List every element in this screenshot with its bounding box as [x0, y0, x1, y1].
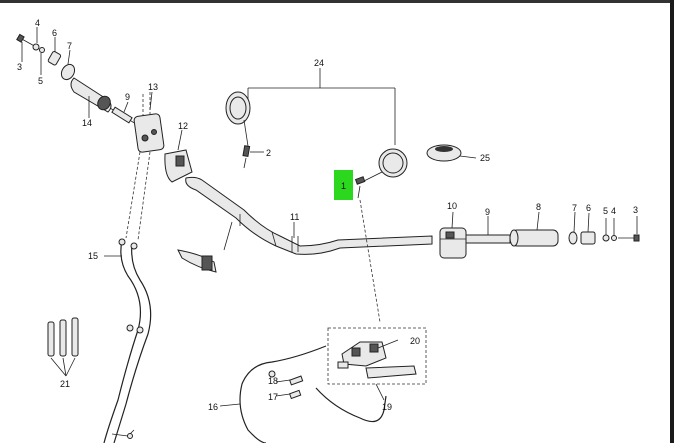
callout-4-left: 4	[35, 18, 40, 28]
callout-3-right: 3	[633, 205, 638, 215]
callout-25: 25	[480, 153, 490, 163]
callout-5-right: 5	[603, 206, 608, 216]
callout-21: 21	[60, 379, 70, 389]
callout-4-right: 4	[611, 206, 616, 216]
right-grip-assembly	[439, 211, 640, 259]
callout-14: 14	[82, 118, 92, 128]
callout-17: 17	[268, 392, 278, 402]
callout-9-left: 9	[125, 92, 130, 102]
callout-16: 16	[208, 402, 218, 412]
callout-7-left: 7	[67, 41, 72, 51]
highlighted-part-marker	[334, 170, 353, 200]
callout-20: 20	[410, 336, 420, 346]
callout-8-right: 8	[536, 202, 541, 212]
callout-6-left: 6	[52, 28, 57, 38]
callout-24: 24	[314, 58, 324, 68]
callout-19: 19	[382, 402, 392, 412]
handlebar	[177, 176, 433, 273]
callout-10-right: 10	[447, 201, 457, 211]
callout-5-left: 5	[38, 76, 43, 86]
callout-2: 2	[266, 148, 271, 158]
callout-labels: 4 6 7 3 5 14 9 13 12 24 2 1 25 11 10 9 8…	[17, 18, 638, 412]
callout-12: 12	[178, 121, 188, 131]
brake-lever-assembly	[327, 327, 427, 401]
callout-15: 15	[88, 251, 98, 261]
callout-6-right: 6	[586, 203, 591, 213]
callout-3-left: 3	[17, 62, 22, 72]
brake-cable	[219, 345, 387, 443]
callout-18: 18	[268, 376, 278, 386]
frame-top-border	[0, 0, 674, 3]
frame-right-border	[670, 0, 674, 443]
callout-9-right: 9	[485, 207, 490, 217]
pin-set	[47, 317, 79, 377]
callout-13: 13	[148, 82, 158, 92]
callout-1: 1	[341, 181, 346, 191]
callout-7-right: 7	[572, 203, 577, 213]
callout-11: 11	[290, 212, 299, 222]
emblem	[426, 144, 477, 162]
mirror-set	[225, 68, 408, 199]
left-grip-assembly	[16, 27, 193, 183]
throttle-cables	[103, 151, 152, 443]
